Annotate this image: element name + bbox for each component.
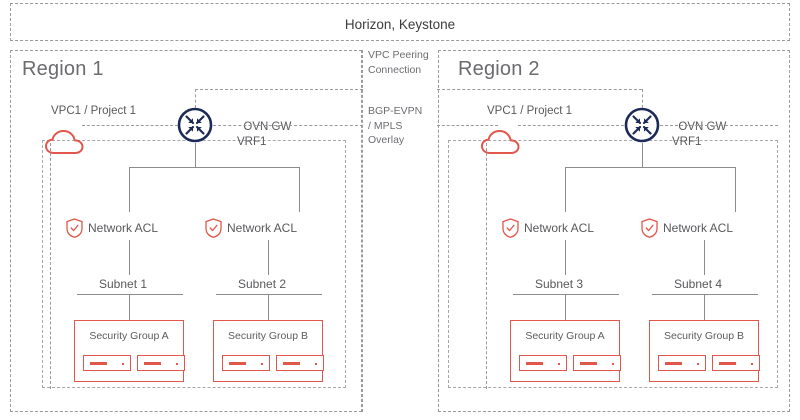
- region-2-subnet-4-drop: [704, 294, 705, 320]
- region-1-tree-bar: [129, 167, 299, 168]
- region-2-acl-1-label: Network ACL: [524, 221, 595, 235]
- router-icon: [177, 107, 213, 143]
- region-1-subnet-2-bar: [216, 294, 322, 295]
- region-2-sg-2-label: Security Group B: [664, 330, 744, 342]
- region-2-overlay-link-right: [660, 125, 778, 126]
- instance-bar: [144, 362, 161, 365]
- shield-check-icon: [66, 218, 83, 238]
- region-2-peering-uplink: [642, 89, 643, 108]
- region-1-acl-2-label: Network ACL: [227, 221, 298, 235]
- region-2-router-stem: [642, 143, 643, 167]
- region-2-vpc-router-link: [518, 125, 624, 126]
- region-2-security-group-2: Security Group B: [649, 320, 760, 382]
- instance-bar: [665, 362, 682, 365]
- region-1-tree-drop-right: [299, 167, 300, 212]
- vpc-peering-label: VPC Peering Connection: [368, 49, 429, 76]
- instance-dot: [176, 362, 178, 365]
- region-2-tree-bar: [565, 167, 735, 168]
- region-1-acl-1-stem: [129, 240, 130, 275]
- cloud-icon: [44, 128, 90, 156]
- cloud-icon: [480, 128, 526, 156]
- region-1-peering-top: [195, 89, 363, 90]
- instance-icon: [222, 355, 270, 371]
- instance-bar: [719, 362, 736, 365]
- control-plane-label: Horizon, Keystone: [344, 17, 456, 32]
- region-1-box: [10, 50, 362, 412]
- region-2-subnet-4-bar: [652, 294, 758, 295]
- region-1-vpc-label: VPC1 / Project 1: [51, 105, 137, 117]
- interconnect-left-edge: [362, 50, 363, 412]
- region-1-gateway-label: OVN GW VRF1: [237, 105, 291, 150]
- instance-bar: [526, 362, 543, 365]
- instance-dot: [612, 362, 614, 365]
- instance-icon: [573, 355, 621, 371]
- shield-check-icon: [205, 218, 222, 238]
- region-1-sg-1-label: Security Group A: [89, 330, 169, 342]
- region-1-security-group-2: Security Group B: [213, 320, 324, 382]
- shield-check-icon: [502, 218, 519, 238]
- region-2-subnet-3-bar: [513, 294, 619, 295]
- region-2-acl-2-stem: [704, 240, 705, 275]
- region-1-gateway-line1: OVN GW VRF1: [237, 121, 292, 148]
- region-2-tree-drop-right: [735, 167, 736, 212]
- region-2-security-group-1: Security Group A: [510, 320, 621, 382]
- instance-bar: [229, 362, 246, 365]
- control-plane-box: Horizon, Keystone: [10, 3, 790, 41]
- region-2-gateway-line1: OVN GW VRF1: [672, 121, 727, 148]
- instance-dot: [122, 362, 124, 365]
- region-2-vpc-label: VPC1 / Project 1: [487, 105, 573, 117]
- region-2-tree-drop-left: [565, 167, 566, 212]
- region-2-title: Region 2: [458, 58, 540, 80]
- region-2-subnet-3-drop: [565, 294, 566, 320]
- region-1-subnet-1-label: Subnet 1: [99, 277, 148, 291]
- region-1-subnet-1-drop: [129, 294, 130, 320]
- region-1-vpc-router-link: [82, 125, 178, 126]
- instance-icon: [137, 355, 185, 371]
- region-1-router-stem: [195, 143, 196, 167]
- instance-bar: [580, 362, 597, 365]
- instance-dot: [697, 362, 699, 365]
- region-1-title: Region 1: [22, 58, 104, 80]
- interconnect-right-edge: [438, 50, 439, 412]
- region-1-peering-uplink: [195, 89, 196, 108]
- instance-dot: [261, 362, 263, 365]
- instance-dot: [751, 362, 753, 365]
- region-1-subnet-2-drop: [268, 294, 269, 320]
- region-1-tree-drop-left: [129, 167, 130, 212]
- instance-icon: [519, 355, 567, 371]
- instance-icon: [712, 355, 760, 371]
- instance-icon: [276, 355, 324, 371]
- region-1-overlay-link: [213, 125, 363, 126]
- region-1-sg-2-label: Security Group B: [228, 330, 308, 342]
- region-1-acl-1-label: Network ACL: [88, 221, 159, 235]
- region-1-vpc-drop: [50, 143, 51, 389]
- region-1-acl-2-stem: [268, 240, 269, 275]
- instance-bar: [90, 362, 107, 365]
- shield-check-icon: [641, 218, 658, 238]
- region-1-subnet-2-label: Subnet 2: [238, 277, 287, 291]
- region-2-vpc-drop: [486, 143, 487, 389]
- region-2-sg-1-label: Security Group A: [525, 330, 605, 342]
- instance-bar: [283, 362, 300, 365]
- instance-icon: [658, 355, 706, 371]
- region-2-subnet-3-label: Subnet 3: [535, 277, 584, 291]
- instance-dot: [315, 362, 317, 365]
- instance-icon: [83, 355, 131, 371]
- region-1-security-group-1: Security Group A: [74, 320, 185, 382]
- region-2-vpc-box: [448, 140, 778, 388]
- region-2-acl-2-label: Network ACL: [663, 221, 734, 235]
- instance-dot: [558, 362, 560, 365]
- bgp-evpn-overlay-label: BGP-EVPN / MPLS Overlay: [368, 105, 423, 146]
- region-2-subnet-4-label: Subnet 4: [674, 277, 723, 291]
- region-2-acl-1-stem: [565, 240, 566, 275]
- region-2-overlay-link: [437, 125, 498, 126]
- region-2-gateway-label: OVN GW VRF1: [672, 105, 726, 150]
- router-icon: [624, 107, 660, 143]
- region-2-peering-top: [437, 89, 642, 90]
- region-1-subnet-1-bar: [77, 294, 183, 295]
